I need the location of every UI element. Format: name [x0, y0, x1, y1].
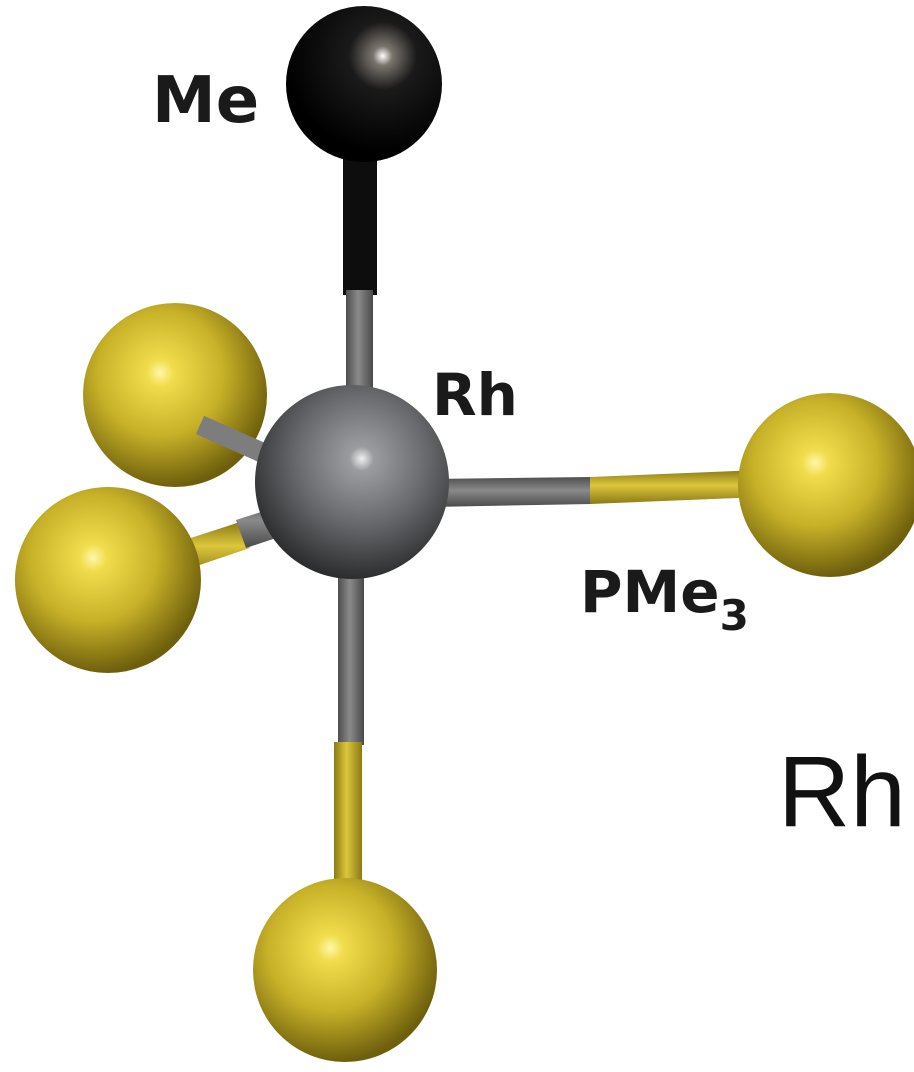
metal-label: Rh: [432, 361, 518, 429]
phosphine-label-subscript: 3: [720, 591, 749, 640]
phosphine-atom-bottom: [253, 878, 437, 1062]
methyl-label: Me: [152, 64, 259, 138]
phosphine-atom-lower-left: [15, 487, 201, 673]
caption-fragment: Rh: [778, 736, 906, 848]
phosphine-label: PMe3: [580, 558, 749, 640]
methyl-atom: [286, 6, 442, 162]
bond-rh-phosphine-bottom: [334, 560, 364, 902]
phosphine-label-main: PMe: [580, 558, 720, 626]
phosphine-atom-right: [738, 393, 914, 577]
bond-rh-methyl: [343, 150, 377, 425]
rhodium-atom: [255, 385, 449, 579]
bond-rh-phosphine-right: [430, 470, 762, 507]
phosphine-atom-back-left: [83, 303, 267, 487]
